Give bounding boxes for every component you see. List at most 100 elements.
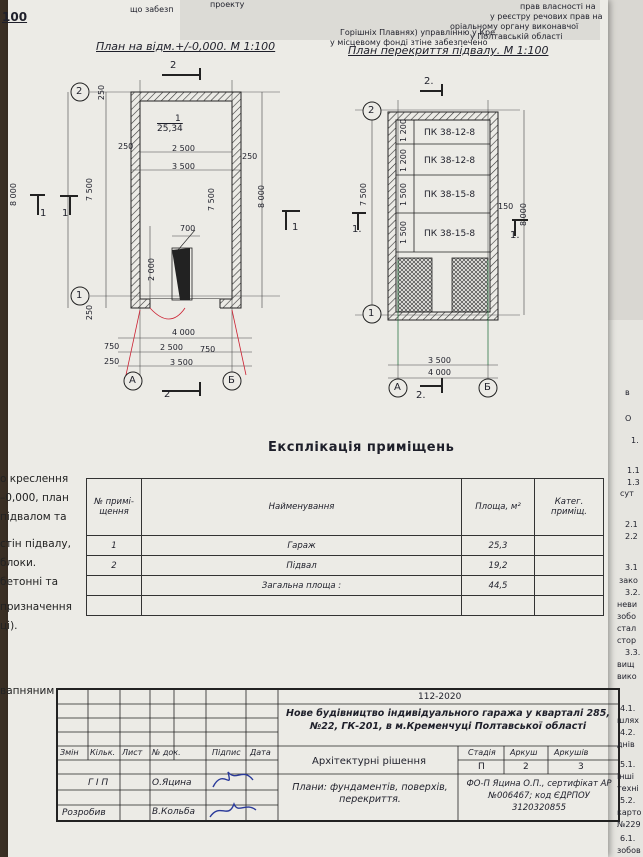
dim-250-top: 250: [97, 84, 107, 101]
drawing-sheet: [8, 0, 608, 857]
right-axis-a: А: [394, 382, 401, 393]
dim-3500-r: 3 500: [428, 356, 451, 365]
left-cut-mark-left: 1: [40, 208, 47, 219]
top-paper-strip: [180, 0, 600, 40]
edge-text-7: 2.1: [625, 520, 638, 529]
edge-text-27: карто: [617, 808, 642, 817]
dim-7500-left: 7 500: [84, 178, 94, 201]
right-cut-mark-right: 1.: [510, 230, 520, 241]
signature-marks: [209, 771, 257, 818]
top-text-7: проекту: [210, 0, 245, 9]
dim-250-right: 250: [242, 152, 258, 161]
col-change: Змін: [60, 748, 79, 757]
slab-4: ПК 38-15-8: [424, 229, 476, 239]
empty-cell-1: [86, 595, 142, 616]
edge-text-11: 3.2.: [625, 588, 641, 597]
section-name: Архітектурні рішення: [312, 756, 427, 767]
dim-7500-right: 7 500: [206, 188, 216, 211]
row-2-area: 19,2: [461, 555, 535, 576]
dim-3500-bottom: 3 500: [170, 358, 193, 367]
edge-text-29: 6.1.: [620, 834, 636, 843]
top-text-1: прав власності на: [520, 2, 596, 11]
top-text-8: що забезп: [130, 5, 174, 14]
developer-label: Розробив: [62, 808, 106, 818]
dim-250-left: 250: [118, 142, 134, 151]
edge-text-26: 5.2.: [620, 796, 636, 805]
sheets-value: 3: [578, 762, 584, 772]
col-count: Кільк.: [90, 748, 116, 757]
edge-text-1: в: [625, 388, 630, 397]
sheets-header: Аркушів: [554, 748, 589, 757]
edge-text-16: 3.3.: [625, 648, 641, 657]
dim-4000: 4 000: [172, 328, 195, 337]
right-axis-b: Б: [484, 382, 491, 393]
margin-text-2: –0,000, план: [0, 492, 69, 504]
dim-750-left: 750: [104, 342, 120, 351]
edge-text-21: 4.2.: [620, 728, 636, 737]
total-value: 44,5: [461, 575, 535, 596]
left-cut-mark-left2: 1: [62, 208, 69, 219]
plan-left-title: План на відм.+/-0,000. М 1:100: [96, 40, 276, 53]
margin-text-7: бетонні та: [0, 576, 59, 588]
left-axis-a: А: [129, 375, 136, 386]
edge-text-3: 1.: [631, 436, 639, 445]
edge-text-6: сут: [620, 489, 634, 498]
dim-250-b: 250: [104, 357, 120, 366]
right-axis-1: 1: [368, 308, 375, 319]
edge-text-30: зобов: [617, 846, 641, 855]
margin-text-6: блоки.: [0, 557, 37, 569]
explication-table: № примі-щення Найменування Площа, м² Кат…: [86, 478, 604, 616]
drawing-title: Плани: фундаментів, поверхів, перекриття…: [292, 782, 448, 805]
dim-1200-a: 1 200: [398, 119, 408, 142]
left-plan: [30, 68, 300, 396]
right-cut-mark-left: 1.: [352, 224, 362, 235]
plan-right-title: План перекриття підвалу. М 1:100: [348, 44, 549, 57]
dim-1200-b: 1 200: [398, 149, 408, 172]
empty-cell-3: [461, 595, 535, 616]
col-signature: Підпис: [212, 748, 241, 757]
page-number: 100: [2, 10, 28, 24]
edge-text-12: неви: [617, 600, 638, 609]
table-row: 1 Гараж 25,3: [86, 535, 604, 556]
table-row: 2 Підвал 19,2: [86, 555, 604, 576]
left-cut-mark-right: 1: [292, 222, 299, 233]
dim-8000-left: 8 000: [8, 183, 18, 206]
stage-value: П: [478, 762, 485, 772]
top-text-2: у реєстру речових прав на: [490, 12, 603, 21]
dim-7500-r: 7 500: [358, 183, 368, 206]
edge-text-10: зако: [619, 576, 638, 585]
project-code: 112-2020: [418, 692, 462, 702]
edge-text-28: №229: [617, 820, 641, 829]
margin-text-1: о креслення: [0, 473, 69, 485]
slab-1: ПК 38-12-8: [424, 128, 476, 138]
dim-1500-a: 1 500: [398, 183, 408, 206]
slab-3: ПК 38-15-8: [424, 190, 476, 200]
dim-1500-b: 1 500: [398, 221, 408, 244]
header-category: Катег. приміщ.: [534, 478, 604, 536]
edge-text-22: днів: [617, 740, 635, 749]
edge-text-24: інші: [617, 772, 634, 781]
row-2-num: 2: [86, 555, 142, 576]
project-title: Нове будівництво індивідуального гаража …: [286, 708, 610, 732]
margin-text-10: ці).: [0, 620, 18, 632]
margin-text-9: призначення: [0, 601, 72, 613]
col-date: Дата: [250, 748, 271, 757]
margin-text-3: підвалом та: [0, 511, 67, 523]
edge-text-19: 4.1.: [620, 704, 636, 713]
col-sheet: Лист: [122, 748, 143, 757]
table-total-row: Загальна площа : 44,5: [86, 575, 604, 596]
dim-3500: 3 500: [172, 162, 195, 171]
room-area: 25,34: [157, 124, 183, 134]
dim-2000: 2 000: [146, 258, 156, 281]
edge-text-8: 2.2: [625, 532, 638, 541]
margin-text-12: вапняним: [0, 685, 55, 697]
top-text-5: Горішніх Плавнях) управлінню у Кре: [340, 28, 496, 37]
company-info: ФО-П Яцина О.П., сертифікат АР №006467; …: [466, 779, 612, 813]
row-2-category: [534, 555, 604, 576]
edge-text-4: 1.1: [627, 466, 640, 475]
row-1-category: [534, 535, 604, 556]
explication-title: Експлікація приміщень: [268, 440, 455, 455]
dim-2500: 2 500: [172, 144, 195, 153]
dim-8000-r: 8 000: [518, 203, 528, 226]
sheet-header: Аркуш: [510, 748, 538, 757]
